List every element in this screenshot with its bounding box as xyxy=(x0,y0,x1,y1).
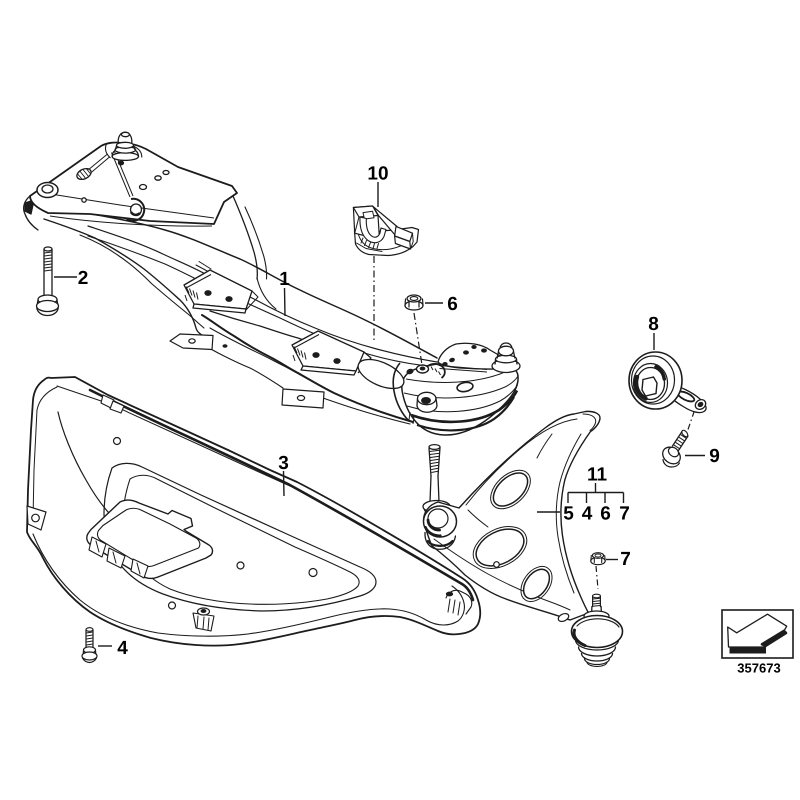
svg-text:9: 9 xyxy=(709,446,720,467)
svg-text:11: 11 xyxy=(587,465,608,486)
svg-text:357673: 357673 xyxy=(737,661,780,676)
svg-text:1: 1 xyxy=(279,269,290,290)
svg-text:10: 10 xyxy=(367,164,388,185)
svg-text:7: 7 xyxy=(619,504,630,525)
svg-text:6: 6 xyxy=(600,504,611,525)
svg-text:8: 8 xyxy=(648,314,659,335)
svg-text:7: 7 xyxy=(620,549,631,570)
svg-text:4: 4 xyxy=(582,504,593,525)
svg-text:2: 2 xyxy=(78,268,89,289)
svg-text:4: 4 xyxy=(117,638,128,659)
svg-text:6: 6 xyxy=(447,294,458,315)
svg-text:3: 3 xyxy=(278,453,289,474)
svg-text:5: 5 xyxy=(563,504,574,525)
